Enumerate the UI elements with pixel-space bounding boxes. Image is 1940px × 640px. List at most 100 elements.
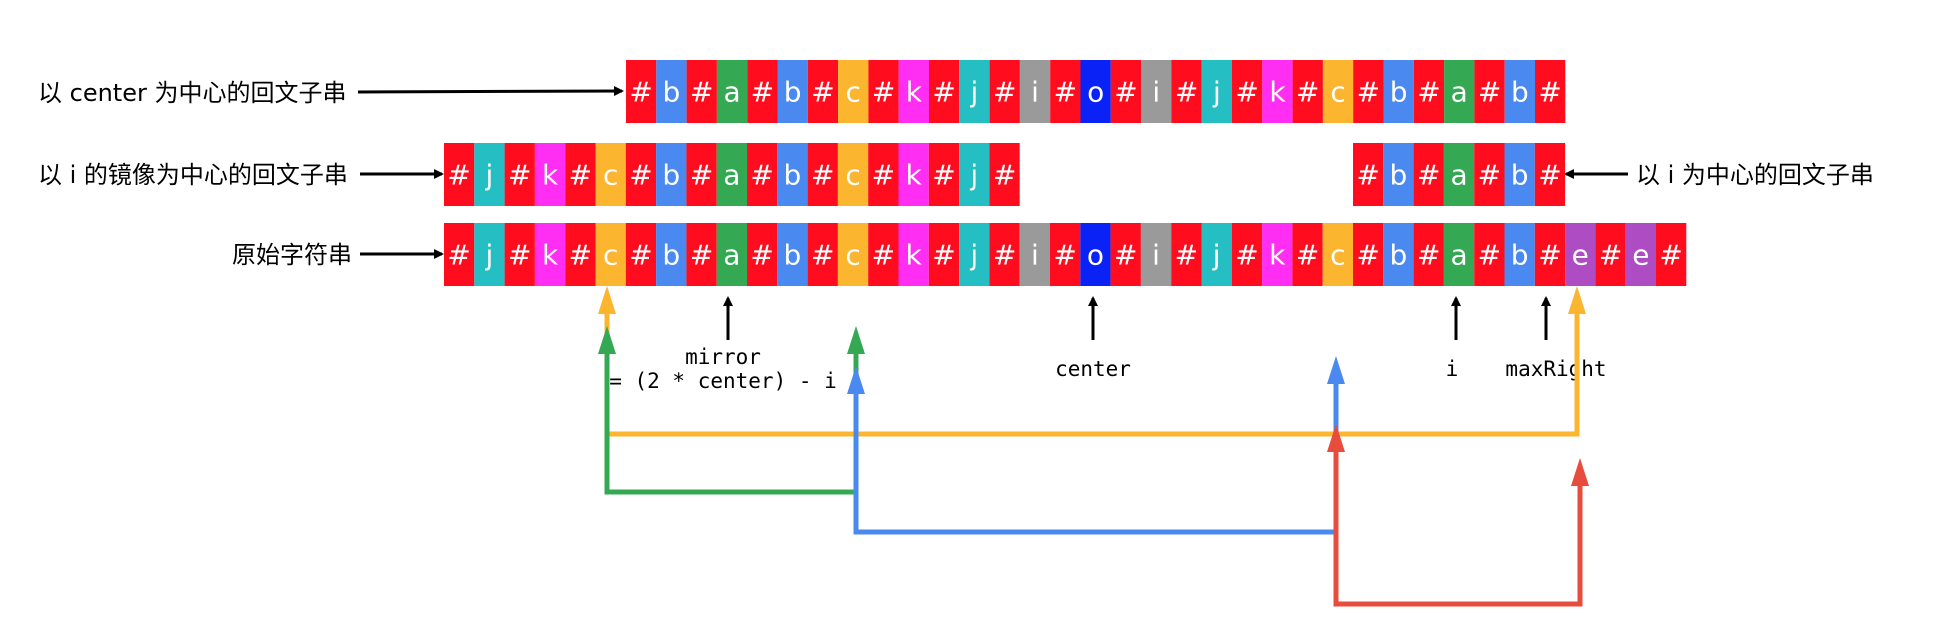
char-cell-text: #: [932, 159, 955, 192]
char-cell-text: a: [1451, 76, 1468, 109]
char-cell-text: k: [1269, 76, 1286, 109]
char-cell-text: b: [1390, 76, 1408, 109]
char-cell-text: #: [811, 159, 834, 192]
char-cell-bg: [656, 223, 687, 286]
char-cell: j: [959, 60, 990, 123]
char-cell-text: #: [1417, 159, 1440, 192]
char-cell: b: [1504, 143, 1535, 206]
char-cell-text: a: [1450, 159, 1467, 192]
char-cell-text: #: [1538, 159, 1561, 192]
yellow-arrowhead-left: [598, 286, 616, 314]
char-cell: #: [747, 60, 778, 123]
char-cell-text: b: [1511, 239, 1529, 272]
char-cell: c: [838, 60, 869, 123]
char-cell-bg: [716, 143, 747, 206]
char-cell-text: j: [1212, 239, 1221, 272]
char-cell: #: [444, 223, 475, 286]
char-cell-bg: [565, 223, 596, 286]
char-cell-text: #: [1235, 239, 1258, 272]
char-cell-bg: [1656, 223, 1687, 286]
char-cell-text: j: [969, 159, 978, 192]
char-cell-text: #: [811, 76, 834, 109]
char-cell-text: c: [603, 239, 618, 272]
char-cell-bg: [929, 60, 960, 123]
char-cell-bg: [1050, 60, 1081, 123]
char-cell-text: i: [1031, 239, 1039, 272]
char-cell-text: #: [811, 239, 834, 272]
char-cell-bg: [1625, 223, 1656, 286]
char-cell-text: #: [1478, 159, 1501, 192]
char-cell-text: c: [603, 159, 618, 192]
char-cell: #: [747, 223, 778, 286]
char-cell: #: [625, 223, 657, 286]
char-cell-bg: [1413, 223, 1444, 286]
char-cell-bg: [1322, 223, 1353, 286]
char-cell-bg: [716, 223, 747, 286]
char-cell-bg: [1201, 60, 1232, 123]
red-connector: [1333, 450, 1583, 607]
char-cell-text: j: [485, 239, 494, 272]
char-cell-bg: [1262, 60, 1293, 123]
char-cell-text: #: [1235, 76, 1258, 109]
char-cell: #: [1413, 143, 1444, 206]
char-cell-text: #: [1417, 239, 1440, 272]
char-cell-bg: [1474, 143, 1505, 206]
char-cell: #: [1474, 60, 1505, 123]
char-cell-text: b: [1511, 159, 1529, 192]
char-cell-text: j: [485, 159, 494, 192]
mirror-label: mirror: [685, 345, 761, 369]
char-cell: o: [1080, 60, 1111, 123]
center-row-arrow: [357, 86, 624, 97]
char-cell-text: a: [723, 239, 740, 272]
char-cell-bg: [1383, 223, 1414, 286]
char-cell: b: [1504, 60, 1535, 123]
i-center-row-label: 以 i 为中心的回文子串: [1636, 161, 1874, 189]
char-cell-text: b: [784, 76, 802, 109]
char-cell-text: c: [845, 239, 860, 272]
char-cell: a: [1443, 223, 1475, 286]
char-cell: k: [898, 143, 929, 206]
mirror-row-label: 以 i 的镜像为中心的回文子串: [38, 161, 348, 189]
char-cell-bg: [807, 143, 838, 206]
char-cell: #: [1050, 223, 1081, 286]
char-cell-text: j: [969, 239, 978, 272]
char-cell: #: [1534, 223, 1566, 286]
char-cell: #: [1474, 143, 1505, 206]
char-cell-bg: [504, 223, 535, 286]
char-cell-bg: [959, 223, 990, 286]
char-cell: #: [1413, 60, 1445, 123]
char-cell-bg: [1292, 60, 1323, 123]
char-cell-bg: [868, 143, 899, 206]
char-cell-bg: [837, 223, 869, 286]
char-cell: b: [1383, 223, 1414, 286]
char-cell-bg: [989, 60, 1020, 123]
char-cell-bg: [534, 223, 566, 286]
char-cell-bg: [1565, 223, 1596, 286]
char-cell-bg: [868, 223, 899, 286]
char-cell-bg: [1353, 143, 1384, 206]
char-cell: j: [1201, 223, 1232, 286]
char-cell-text: a: [723, 159, 740, 192]
char-cell-text: i: [1152, 76, 1160, 109]
char-cell: #: [868, 223, 899, 286]
char-cell-text: a: [1450, 239, 1467, 272]
char-cell-text: #: [993, 159, 1016, 192]
char-cell-bg: [777, 60, 808, 123]
char-cell-bg: [1292, 223, 1323, 286]
char-cell: c: [595, 143, 626, 206]
char-cell: a: [716, 223, 747, 286]
char-cell-bg: [807, 60, 839, 123]
char-cell: #: [1232, 60, 1263, 123]
center-palindrome-row: #b#a#b#c#k#j#i#o#i#j#k#c#b#a#b#: [626, 60, 1566, 123]
char-cell-bg: [504, 143, 535, 206]
char-cell: b: [777, 143, 808, 206]
char-cell: #: [686, 143, 717, 206]
char-cell-text: #: [1114, 76, 1137, 109]
char-cell-bg: [1595, 223, 1626, 286]
char-cell: b: [1504, 223, 1535, 286]
char-cell-text: #: [1538, 76, 1561, 109]
char-cell-text: #: [690, 159, 713, 192]
mirror-palindrome-row: #j#k#c#b#a#b#c#k#j#: [444, 143, 1020, 206]
